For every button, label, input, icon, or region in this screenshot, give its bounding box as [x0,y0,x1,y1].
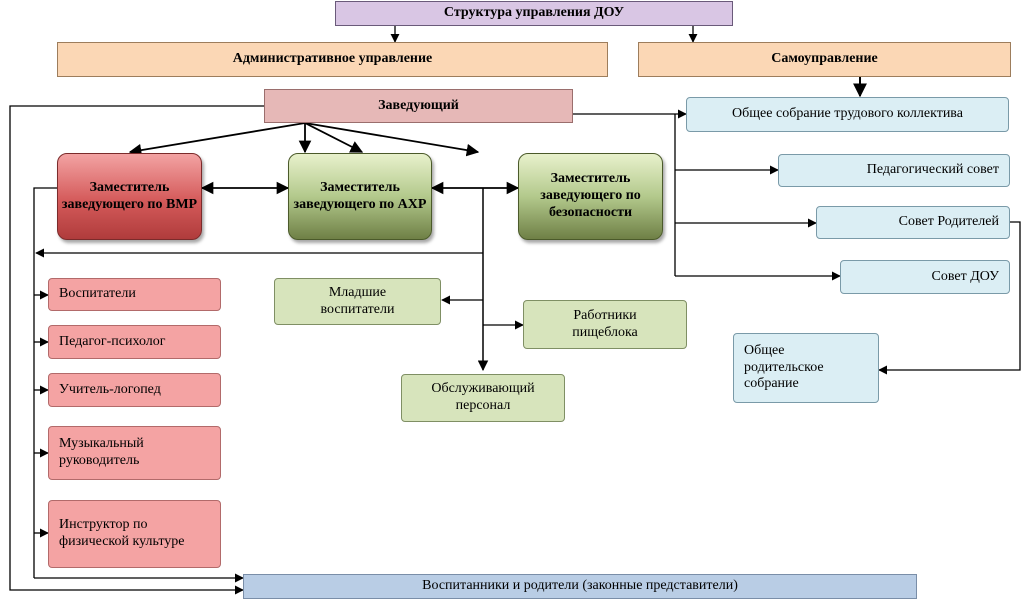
admin-management-box: Административное управление [57,42,608,77]
line-vmr-bus [33,187,57,578]
self-management-text: Самоуправление [771,51,878,67]
staff-item-0: Воспитатели [48,278,221,311]
structure-title-text: Структура управления ДОУ [443,5,625,21]
staff-item-3: Музыкальный руководитель [48,426,221,480]
admin-management-text: Административное управление [232,51,433,67]
parents-meeting-box: Общее родительское собрание [733,333,879,403]
head-box: Заведующий [264,89,573,123]
dou-council-text: Совет ДОУ [931,268,999,284]
general-meeting-box: Общее собрание трудового коллектива [686,97,1009,132]
junior-educators-box: Младшие воспитатели [274,278,441,325]
arrow-head-vmr [128,122,306,157]
staff-item-4-text: Инструктор по физической культуре [59,517,185,549]
deputy-safety-text: Заместитель заведующего по безопасности [540,171,641,220]
dou-council-box: Совет ДОУ [840,260,1010,294]
staff-item-3-text: Музыкальный руководитель [59,436,144,468]
service-staff-box: Обслуживающий персонал [401,374,565,422]
service-staff-text: Обслуживающий персонал [431,381,535,413]
deputy-vmr-box: Заместитель заведующего по ВМР [57,153,202,240]
parents-meeting-text: Общее родительское собрание [744,342,824,392]
staff-item-1-text: Педагог-психолог [59,333,166,349]
self-management-box: Самоуправление [638,42,1011,77]
structure-title: Структура управления ДОУ [335,1,733,26]
parents-council-box: Совет Родителей [816,206,1010,239]
pedagogical-council-text: Педагогический совет [866,162,999,178]
pupils-parents-box: Воспитанники и родители (законные предст… [243,574,917,599]
staff-item-0-text: Воспитатели [59,286,136,302]
line-head-outer [9,105,264,595]
pupils-parents-text: Воспитанники и родители (законные предст… [422,578,738,594]
deputy-safety-box: Заместитель заведующего по безопасности [518,153,663,240]
staff-item-2: Учитель-логопед [48,373,221,407]
deputy-ahr-box: Заместитель заведующего по АХР [288,153,432,240]
parents-council-text: Совет Родителей [898,214,999,230]
arrow-parents-meeting [878,221,1021,375]
arrow-head-mid [304,122,480,157]
general-meeting-text: Общее собрание трудового коллектива [732,106,963,122]
deputy-ahr-text: Заместитель заведующего по АХР [293,179,427,212]
staff-item-4: Инструктор по физической культуре [48,500,221,568]
head-text: Заведующий [378,97,459,113]
staff-item-1: Педагог-психолог [48,325,221,359]
deputy-vmr-text: Заместитель заведующего по ВМР [61,179,198,212]
kitchen-staff-text: Работники пищеблока [572,307,638,340]
junior-educators-text: Младшие воспитатели [320,284,395,317]
kitchen-staff-box: Работники пищеблока [523,300,687,349]
pedagogical-council-box: Педагогический совет [778,154,1010,187]
arrow-head-ahr [304,122,364,153]
staff-item-2-text: Учитель-логопед [59,381,161,397]
